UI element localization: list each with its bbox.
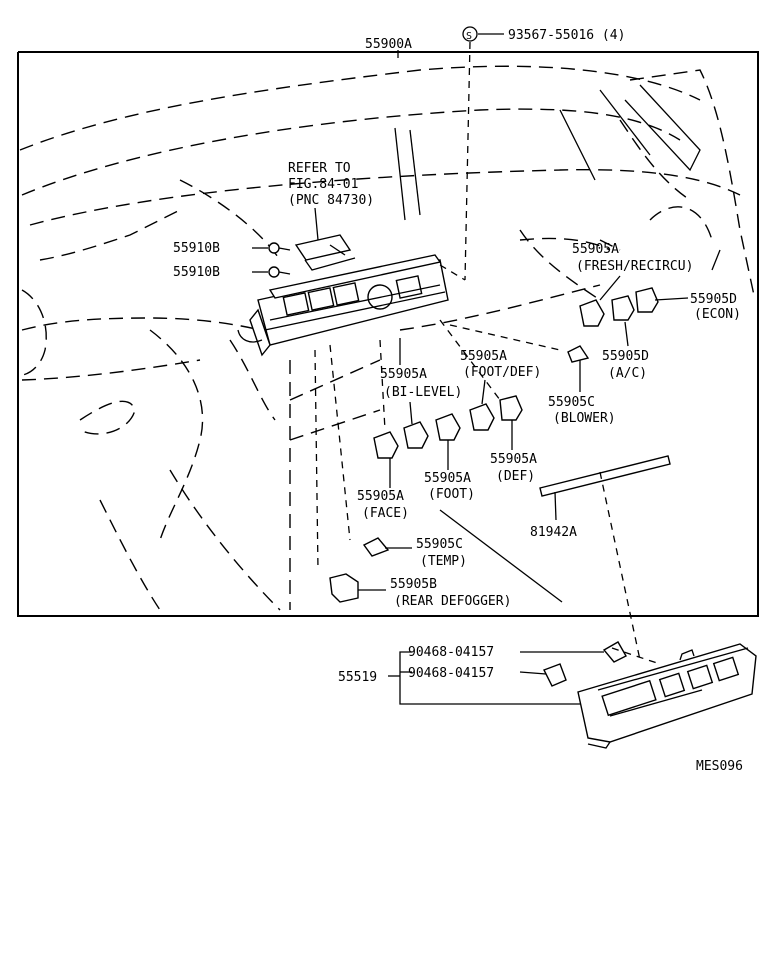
knob-rear-defogger: [329, 573, 359, 603]
label-econ-name: (ECON): [694, 307, 741, 322]
label-blower-name: (BLOWER): [553, 411, 616, 426]
label-refer-line3: (PNC 84730): [288, 193, 374, 208]
screw-symbol: S: [466, 31, 472, 42]
label-face-name: (FACE): [362, 506, 409, 521]
label-econ-part: 55905D: [690, 292, 737, 307]
label-clip-lower: 90468-04157: [408, 666, 494, 681]
label-ac-name: (A/C): [608, 366, 647, 381]
label-bi-level-name: (BI-LEVEL): [384, 385, 462, 400]
knob-temp: [362, 537, 390, 557]
knob-face: [373, 431, 399, 459]
label-foot-def-name: (FOOT/DEF): [463, 365, 541, 380]
label-foot-name: (FOOT): [428, 487, 475, 502]
knob-foot-def: [469, 403, 495, 431]
label-def-name: (DEF): [496, 469, 535, 484]
windshield-lines: [394, 84, 701, 221]
label-screw: 93567-55016 (4): [508, 28, 625, 43]
bezel-55519: [577, 643, 757, 749]
label-ac-part: 55905D: [602, 349, 649, 364]
strip-81942A: [539, 455, 671, 497]
leader-lines: [314, 33, 721, 705]
label-face-part: 55905A: [357, 489, 404, 504]
knob-econ: [635, 287, 659, 313]
label-bezel: 55519: [338, 670, 377, 685]
clip-upper: [602, 641, 627, 663]
label-bi-level-part: 55905A: [380, 367, 427, 382]
label-bolt-lower: 55910B: [173, 265, 220, 280]
knob-fresh-recirc: [579, 299, 605, 327]
knob-def: [499, 395, 523, 421]
label-foot-part: 55905A: [424, 471, 471, 486]
label-strip: 81942A: [530, 525, 577, 540]
heater-control-unit: [237, 254, 466, 357]
label-def-part: 55905A: [490, 452, 537, 467]
dashboard-outline: [19, 65, 756, 611]
label-temp-name: (TEMP): [420, 554, 467, 569]
label-blower-part: 55905C: [548, 395, 595, 410]
knob-ac: [611, 295, 635, 321]
label-main-assembly: 55900A: [365, 37, 412, 52]
label-fresh-recirc-name: (FRESH/RECIRCU): [576, 259, 693, 274]
label-bolt-upper: 55910B: [173, 241, 220, 256]
label-clip-upper: 90468-04157: [408, 645, 494, 660]
label-rear-defogger-name: (REAR DEFOGGER): [394, 594, 511, 609]
label-rear-defogger-part: 55905B: [390, 577, 437, 592]
assembly-frame: [17, 51, 759, 617]
knobs: [329, 287, 659, 603]
label-fresh-recirc-part: 55905A: [572, 242, 619, 257]
knob-foot: [435, 413, 461, 441]
label-temp-part: 55905C: [416, 537, 463, 552]
label-refer-line1: REFER TO: [288, 161, 351, 176]
knob-bi-level: [403, 421, 429, 449]
knob-blower: [567, 345, 590, 363]
clip-lower: [543, 663, 567, 687]
label-drawing-code: MES096: [696, 759, 743, 774]
label-foot-def-part: 55905A: [460, 349, 507, 364]
refer-bracket: [294, 234, 356, 271]
bolt-upper: [252, 242, 291, 254]
label-refer-line2: FIG.84-01: [288, 177, 358, 192]
screw-symbol-circle: [462, 26, 478, 42]
bolt-lower: [252, 266, 291, 278]
